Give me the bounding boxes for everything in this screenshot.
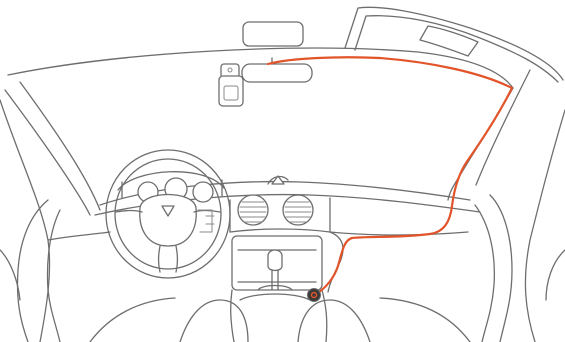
- steering-wheel: [106, 150, 230, 278]
- left-vent: [238, 195, 268, 225]
- left-door: [0, 100, 110, 342]
- center-vents: [238, 176, 313, 225]
- right-vent: [283, 195, 313, 225]
- steering-hub: [140, 195, 197, 247]
- seats: [90, 298, 470, 342]
- dash-camera: [219, 64, 243, 106]
- sunroof-panel: [420, 26, 478, 56]
- power-plug-icon: [308, 289, 321, 302]
- overhead-console: [243, 22, 303, 46]
- right-door: [475, 110, 565, 342]
